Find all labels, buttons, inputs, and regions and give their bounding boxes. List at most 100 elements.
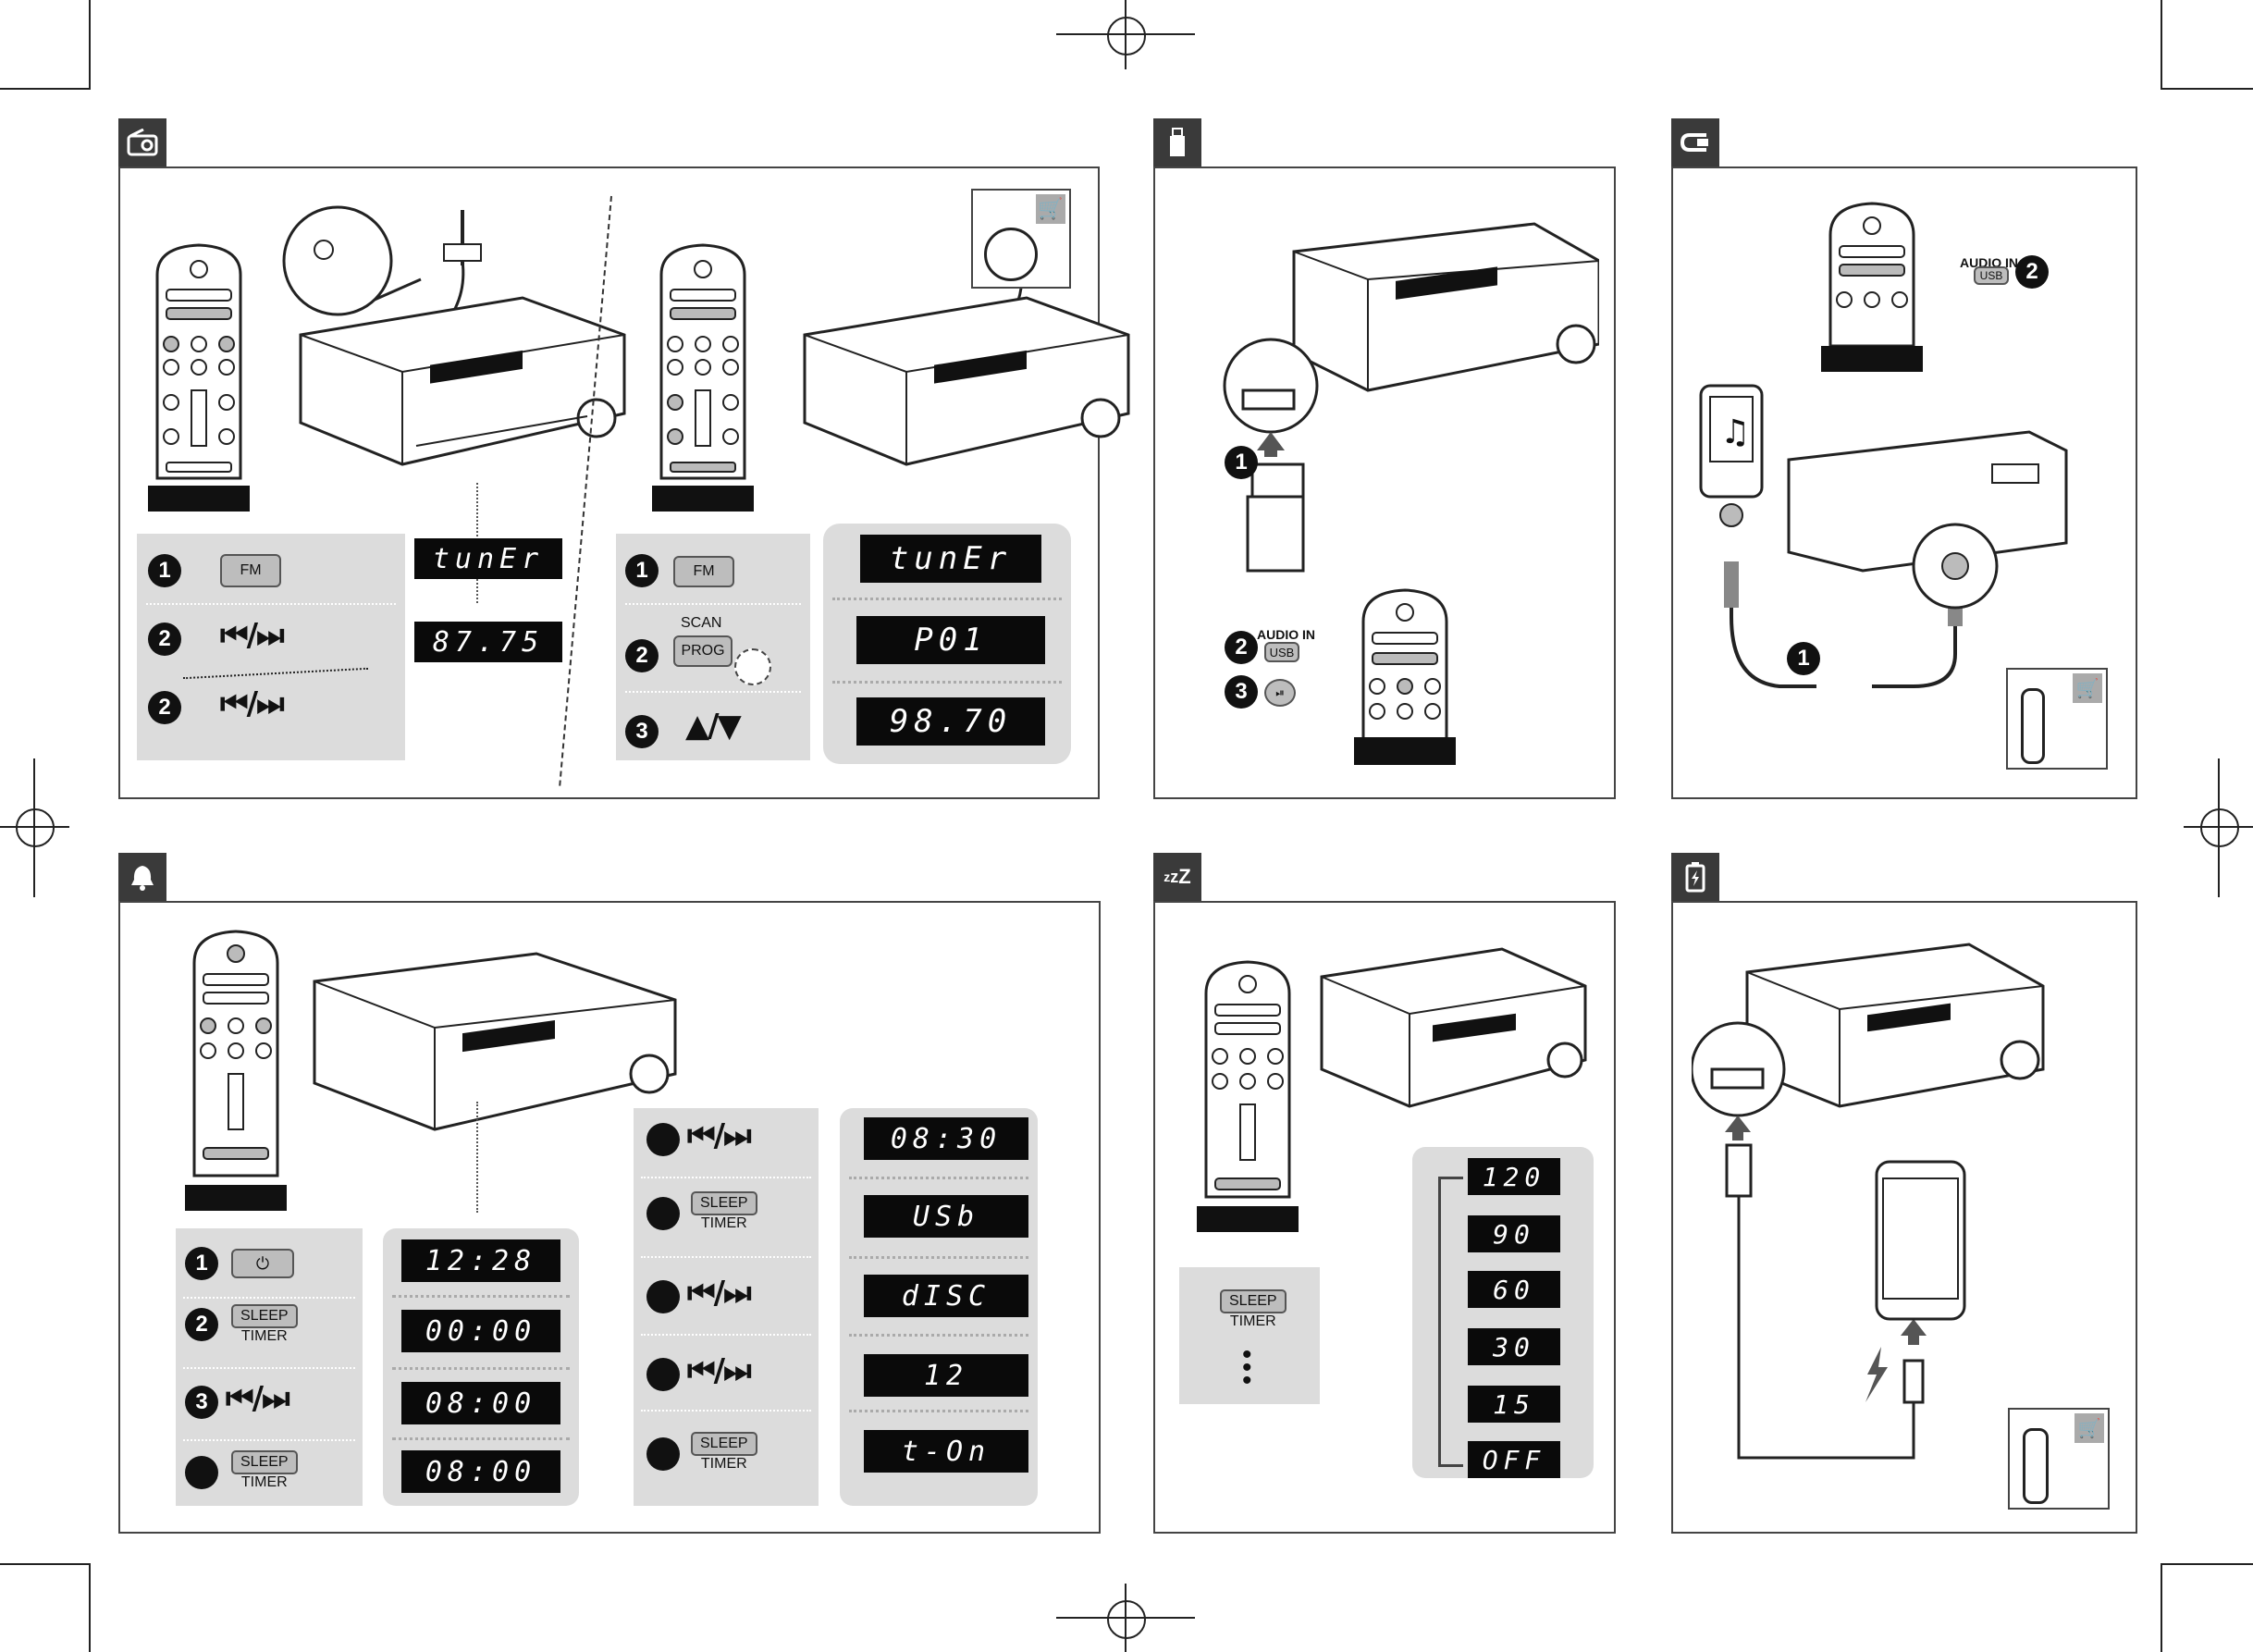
- cart-icon: 🛒: [2074, 1413, 2104, 1443]
- sleep-value: 15: [1468, 1386, 1560, 1423]
- step-number: 2: [148, 691, 181, 724]
- audio-in-label: AUDIO IN: [1257, 627, 1315, 642]
- display-volume: 12: [864, 1354, 1028, 1397]
- prev-next-icon: ⏮/⏭: [226, 1380, 289, 1417]
- step-number-blank: [646, 1197, 680, 1230]
- step-number-blank: [646, 1437, 680, 1471]
- step-number: 2: [148, 623, 181, 656]
- radio-icon: [118, 118, 166, 166]
- fm-button: FM: [220, 554, 281, 587]
- step-number-blank: [185, 1456, 218, 1489]
- display-preset: P01: [856, 616, 1045, 664]
- divider: [392, 1437, 570, 1440]
- step-number-blank: [646, 1123, 680, 1156]
- divider: [849, 1256, 1028, 1259]
- connector-line: [476, 1102, 478, 1213]
- sleep-values-box: 120 90 60 30 15 OFF: [1412, 1147, 1594, 1478]
- usb-button: USB: [1264, 642, 1299, 662]
- alarm-display-box-2: 08:30 USb dISC 12 t-On: [840, 1108, 1038, 1506]
- usb-panel: 1 AUDIO IN 2 USB 3 ⏯: [1153, 166, 1616, 799]
- antenna-illustration: [282, 196, 689, 501]
- up-down-icon: ▲/▼: [685, 708, 740, 745]
- usb-cable-coil-icon: [2023, 1428, 2049, 1504]
- display-timer-on: t-On: [864, 1430, 1028, 1473]
- step-number: 2: [625, 639, 659, 672]
- power-button: ⏻: [231, 1249, 294, 1278]
- preset-display-box: tunEr P01 98.70: [823, 524, 1071, 764]
- step-number: 2: [185, 1308, 218, 1341]
- fm-button: FM: [673, 556, 734, 587]
- remote-control-illustration: [1349, 585, 1460, 788]
- more-dots-icon: •••: [1242, 1349, 1252, 1387]
- step-number: 1: [148, 554, 181, 587]
- audio-cable-coil-icon: [2021, 688, 2045, 764]
- divider: [392, 1367, 570, 1370]
- crop-mark: [89, 0, 91, 90]
- divider: [641, 1334, 811, 1336]
- accessory-box: 🛒: [2008, 1408, 2110, 1510]
- display-set: 00:00: [401, 1310, 560, 1352]
- divider: [183, 1439, 355, 1441]
- divider: [641, 1177, 811, 1178]
- audio-in-panel: AUDIO IN USB 2 ♫ 1 🛒: [1671, 166, 2137, 799]
- crop-mark: [0, 1563, 91, 1565]
- divider: [849, 1410, 1028, 1412]
- cart-icon: 🛒: [1036, 194, 1065, 224]
- audio-cable-icon: [1671, 118, 1719, 166]
- remote-control-illustration: [1197, 956, 1299, 1234]
- sleep-value: 30: [1468, 1328, 1560, 1365]
- divider: [625, 691, 801, 693]
- crop-mark: [2161, 1563, 2253, 1565]
- cart-icon: 🛒: [2073, 673, 2102, 703]
- prev-next-icon: ⏮/⏭: [687, 1117, 750, 1154]
- sleep-value: 120: [1468, 1158, 1560, 1195]
- step-number: 3: [185, 1386, 218, 1419]
- sleep-value: OFF: [1468, 1441, 1560, 1478]
- prog-button: PROG: [673, 635, 733, 667]
- divider: [832, 681, 1062, 684]
- remote-control-illustration: [148, 238, 250, 515]
- divider: [849, 1177, 1028, 1179]
- prev-next-hold-icon: ⏮/⏭: [220, 685, 283, 722]
- radio-steps-box: 1 FM 2 ⏮/⏭ 2 ⏮/⏭: [137, 534, 405, 760]
- display-tuner: tunEr: [860, 535, 1041, 583]
- divider: [832, 598, 1062, 600]
- charging-panel: 🛒: [1671, 901, 2137, 1534]
- display-preset-frequency: 98.70: [856, 697, 1045, 746]
- step-number: 2: [2015, 255, 2049, 289]
- alarm-display-box: 12:28 00:00 08:00 08:00: [383, 1228, 579, 1506]
- divider: [625, 603, 801, 605]
- accessory-box: 🛒: [2006, 668, 2108, 770]
- step-number: 1: [625, 554, 659, 587]
- accessory-box: 🛒: [971, 189, 1071, 289]
- play-pause-button: ⏯: [1264, 679, 1296, 707]
- scan-label: SCAN: [681, 615, 721, 632]
- step-number: 2: [1225, 631, 1258, 664]
- hold-timer-icon: [734, 648, 771, 685]
- step-number: 3: [625, 715, 659, 748]
- display-disc: dISC: [864, 1275, 1028, 1317]
- divider: [641, 1410, 811, 1412]
- remote-control-illustration: [1821, 198, 1923, 374]
- prev-next-icon: ⏮/⏭: [220, 617, 283, 654]
- crop-mark: [2161, 0, 2162, 90]
- remote-control-illustration: [185, 926, 287, 1213]
- display-tuner: tunEr: [414, 538, 562, 579]
- divider: [183, 668, 368, 679]
- registration-circle: [2200, 808, 2239, 847]
- sleep-value: 60: [1468, 1271, 1560, 1308]
- display-hour: 08:00: [401, 1382, 560, 1424]
- crop-mark: [0, 88, 91, 90]
- registration-circle: [1107, 1600, 1146, 1639]
- usb-button: USB: [1974, 266, 2009, 285]
- divider: [183, 1297, 355, 1299]
- divider: [641, 1256, 811, 1258]
- crop-mark: [2161, 1563, 2162, 1652]
